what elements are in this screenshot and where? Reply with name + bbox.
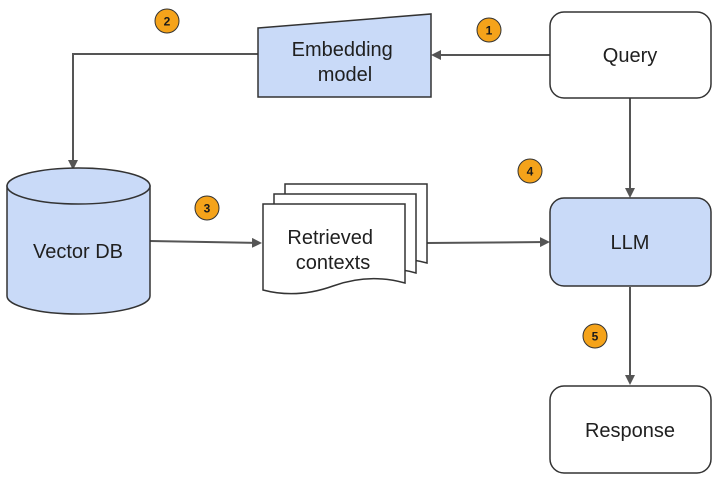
arrow-contexts-to-llm	[426, 237, 550, 248]
step-badge-2-label: 2	[164, 15, 171, 29]
response-label: Response	[585, 420, 675, 442]
step-badge-5: 5	[582, 323, 608, 349]
retrieved-contexts-node: Retrieved contexts	[262, 183, 428, 295]
query-node: Query	[549, 11, 712, 99]
step-badge-1-label: 1	[486, 24, 493, 38]
step-badge-5-label: 5	[592, 330, 599, 344]
arrow-embedding-to-vectordb	[68, 53, 258, 170]
arrow-vectordb-to-contexts	[149, 237, 262, 248]
retrieved-contexts-label: Retrieved contexts	[287, 227, 378, 274]
vector-db-label: Vector DB	[33, 241, 123, 263]
step-badge-3-label: 3	[204, 202, 211, 216]
embedding-model-label: Embedding model	[292, 39, 399, 86]
step-badge-1: 1	[476, 17, 502, 43]
vector-db-node: Vector DB	[6, 167, 151, 315]
embedding-model-node: Embedding model	[257, 13, 432, 98]
embedding-model-label-line2: model	[318, 64, 372, 86]
step-badge-2: 2	[154, 8, 180, 34]
document-front-sheet	[262, 203, 406, 295]
step-badge-4-label: 4	[527, 165, 534, 179]
response-node: Response	[549, 385, 712, 474]
step-badge-3: 3	[194, 195, 220, 221]
retrieved-contexts-label-line2: contexts	[296, 252, 370, 274]
llm-label: LLM	[611, 232, 650, 254]
step-badge-4: 4	[517, 158, 543, 184]
query-label: Query	[603, 45, 657, 67]
embedding-model-label-line1: Embedding	[292, 39, 393, 61]
llm-node: LLM	[549, 197, 712, 287]
retrieved-contexts-label-line1: Retrieved	[287, 227, 373, 249]
